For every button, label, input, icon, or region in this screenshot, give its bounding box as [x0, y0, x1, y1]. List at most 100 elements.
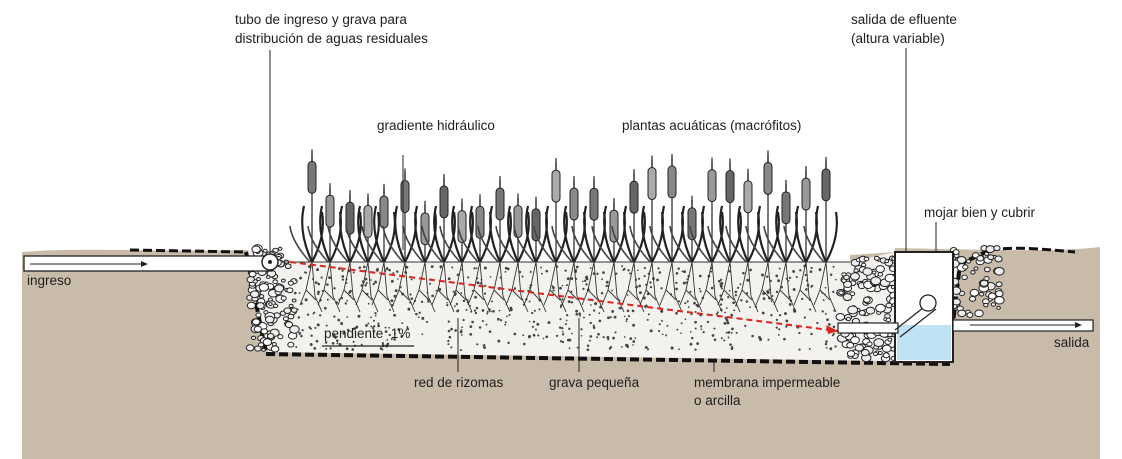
gravel-dot [721, 287, 723, 290]
gravel-dot [341, 275, 345, 278]
gravel-dot [561, 327, 564, 330]
gravel-dot [455, 302, 459, 306]
gravel-dot [316, 268, 319, 272]
gravel-dot [448, 335, 452, 339]
gravel-dot [297, 316, 301, 319]
cattail-head [379, 195, 389, 229]
plant-leaf [345, 225, 367, 263]
gravel-dot [589, 321, 592, 325]
plant-roots [467, 261, 491, 313]
gravel-dot [602, 336, 605, 339]
gravel-dot [400, 334, 404, 338]
gravel-dot [626, 294, 629, 296]
gravel-dot [390, 279, 394, 283]
gravel-dot [531, 325, 535, 328]
plant-leaf [815, 205, 827, 263]
gravel-dot [658, 329, 661, 333]
gravel-dot [491, 300, 494, 303]
plant-roots [581, 261, 605, 313]
gravel-dot [393, 294, 397, 298]
stone [976, 255, 985, 262]
stone [871, 270, 877, 275]
gravel-dot [435, 289, 438, 292]
inlet-arrowhead [141, 261, 148, 267]
gravel-dot [632, 344, 634, 346]
gravel-dot [471, 320, 474, 324]
stone [884, 273, 896, 283]
gravel-dot [308, 326, 311, 329]
gravel-dot [534, 328, 537, 331]
gravel-dot [614, 331, 617, 334]
gravel-dot [485, 323, 488, 326]
gravel-dot [384, 330, 388, 334]
stone [257, 342, 265, 348]
gravel-dot [462, 299, 466, 303]
gravel-dot [607, 338, 610, 341]
gravel-dot [600, 292, 604, 295]
gravel-dot [702, 330, 705, 334]
gravel-dot [805, 288, 808, 291]
hydraulic-gradient-arrowhead [826, 325, 838, 334]
gravel-dot [694, 348, 697, 351]
gravel-dot [317, 282, 321, 286]
gravel-dot [532, 333, 536, 337]
stone [987, 292, 997, 300]
gravel-dot [504, 321, 507, 324]
cattail-head [763, 161, 773, 195]
plant-roots [317, 261, 341, 313]
gravel-dot [421, 316, 425, 320]
stone [966, 312, 974, 318]
cattail-head [725, 170, 735, 204]
inlet-label: ingreso [27, 273, 72, 288]
gravel-dot [561, 284, 564, 287]
plant-leaf [661, 205, 673, 263]
gravel-dot [438, 287, 442, 291]
stone [843, 274, 850, 281]
gravel-dot [565, 284, 568, 287]
gravel-dot [644, 305, 647, 309]
gravel-dot [540, 266, 542, 269]
gravel-dot [452, 290, 455, 293]
gravel-dot [562, 330, 564, 333]
plant-leaf [507, 205, 519, 263]
gravel-dot [642, 296, 646, 300]
stone [885, 317, 892, 323]
gravel-dot [447, 343, 450, 346]
gravel-dot [357, 314, 361, 318]
gravel-dot [682, 281, 686, 285]
gravel-dot [371, 326, 375, 330]
gravel-dot [710, 286, 714, 290]
gravel-dot [575, 265, 579, 269]
stone [875, 303, 886, 313]
stone [965, 259, 972, 264]
stone [250, 335, 257, 341]
gravel-dot [778, 267, 781, 270]
plant-leaf [591, 225, 613, 263]
gravel-dot [644, 345, 648, 349]
gravel-dot [739, 283, 742, 286]
gravel-dot [694, 327, 697, 330]
gravel-dot [700, 325, 703, 328]
gravel-dot [825, 340, 828, 343]
gravel-dot [680, 322, 683, 325]
gravel-dot [375, 268, 379, 272]
stone [250, 290, 260, 299]
gravel-dot [559, 286, 562, 290]
stone [884, 259, 890, 264]
gravel-dot [731, 327, 734, 331]
effluent-label-2: (altura variable) [851, 31, 945, 46]
gravel-dot [506, 315, 508, 318]
gravel-dot [429, 282, 432, 285]
stone [254, 345, 262, 352]
cattail-head [495, 187, 505, 221]
gravel-dot [538, 308, 541, 311]
gravel-dot [598, 319, 602, 323]
gravel-dot [296, 308, 299, 311]
gravel-dot [609, 346, 613, 349]
gravel-dot [627, 315, 631, 318]
plant-leaf [719, 205, 731, 263]
aquatic-plants [289, 149, 838, 313]
gravel-dot [558, 326, 562, 329]
gravel-dot [713, 338, 717, 342]
stone [266, 333, 275, 340]
